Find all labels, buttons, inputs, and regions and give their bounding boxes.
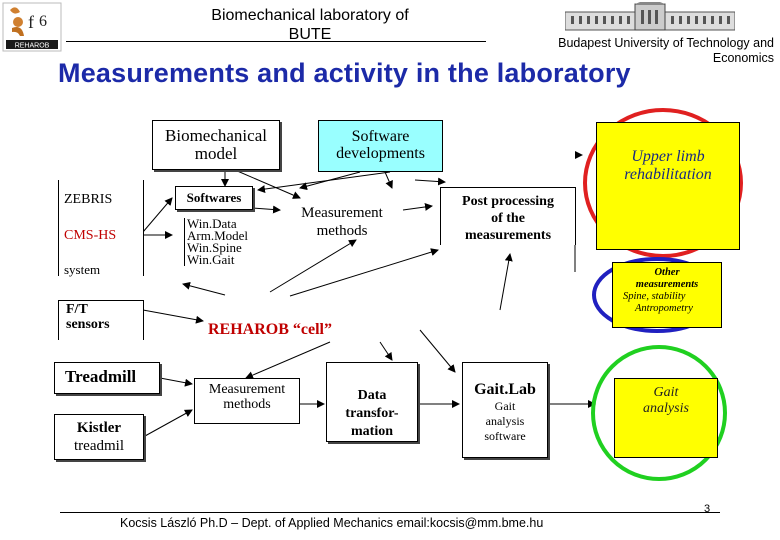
- measurement-methods-bottom-box: Measurement methods: [194, 378, 300, 424]
- university-line1: Budapest University of Technology and: [558, 36, 774, 50]
- highlight-ring-green: [591, 345, 727, 481]
- software-item: Arm.Model: [187, 228, 249, 243]
- data-transformation-line1: Data: [357, 388, 387, 403]
- zebris-label: ZEBRIS: [64, 192, 113, 207]
- upper-limb-rehabilitation-box: Upper limb rehabilitation: [596, 122, 740, 250]
- reharob-cell-label: REHAROB “cell”: [208, 321, 332, 338]
- university-name: Budapest University of Technology and Ec…: [520, 36, 774, 66]
- software-developments-box: Software developments: [318, 120, 443, 172]
- page-number: 3: [704, 503, 711, 515]
- university-building-image: [564, 0, 736, 32]
- ft-sensors-box: [58, 300, 144, 340]
- header-rule: [66, 41, 486, 42]
- measurement-methods-bottom-line1: Measurement: [208, 382, 286, 397]
- softwares-list: Win.Data Arm.Model Win.Spine Win.Gait: [184, 216, 249, 267]
- gaitlab-sub-line2: analysis: [485, 414, 525, 428]
- ft-sensors-line2: sensors: [66, 317, 110, 332]
- post-processing-line3: measurements: [464, 228, 552, 243]
- kistler-line1: Kistler: [76, 420, 122, 436]
- software-item: Win.Spine: [187, 240, 242, 255]
- biomechanical-model-line1: Biomechanical: [165, 126, 267, 145]
- reharob-logo: f 6 REHAROB: [2, 2, 62, 52]
- data-transformation-line3: mation: [351, 424, 393, 439]
- slide-title: Measurements and activity in the laborat…: [58, 58, 631, 88]
- post-processing-line1: Post processing: [462, 194, 554, 209]
- treadmill-label: Treadmill: [65, 367, 137, 386]
- gaitlab-title: Gait.Lab: [474, 381, 536, 398]
- zebris-panel: [58, 180, 144, 276]
- software-developments-line1: Software: [351, 128, 410, 145]
- kistler-line2: treadmil: [74, 438, 124, 454]
- biomechanical-model-box: Biomechanical model: [152, 120, 280, 170]
- kistler-treadmill-box: Kistler treadmil: [54, 414, 144, 460]
- software-developments-line2: developments: [336, 145, 425, 162]
- softwares-title: Softwares: [186, 190, 242, 205]
- footer-author: Kocsis László Ph.D – Dept. of Applied Me…: [120, 516, 544, 530]
- software-item: Win.Gait: [187, 252, 235, 267]
- gaitlab-sub-line1: Gait: [494, 399, 516, 413]
- data-transformation-line2: transfor-: [345, 406, 399, 421]
- other-measurements-box: Other measurements Spine, stability Antr…: [612, 262, 722, 328]
- other-measurements-title-line1: Other: [654, 267, 680, 278]
- lab-title-line1: Biomechanical laboratory of: [211, 7, 409, 24]
- post-processing-line2: of the: [491, 211, 525, 226]
- gait-analysis-line2: analysis: [643, 401, 689, 416]
- gait-analysis-box: Gait analysis: [614, 378, 718, 458]
- treadmill-box: Treadmill: [54, 362, 160, 394]
- measurement-methods-top: Measurement methods: [282, 204, 402, 240]
- data-transformation-box: Data transfor- mation: [326, 362, 418, 442]
- other-measurements-title-line2: measurements: [635, 279, 699, 290]
- footer-rule: [60, 512, 720, 513]
- lab-title-line2: BUTE: [288, 26, 332, 43]
- svg-text:6: 6: [39, 13, 47, 30]
- biomechanical-model-line2: model: [194, 144, 238, 163]
- svg-text:f: f: [28, 12, 34, 32]
- ft-sensors-label: F/T sensors: [66, 302, 110, 332]
- gait-analysis-line1: Gait: [653, 385, 679, 400]
- logo-text: REHAROB: [15, 43, 50, 50]
- system-label: system: [64, 262, 101, 277]
- cms-hs-label: CMS-HS: [64, 228, 117, 243]
- softwares-title-box: Softwares: [175, 186, 253, 210]
- software-item: Win.Data: [187, 216, 237, 231]
- measurement-methods-bottom-line2: methods: [223, 397, 271, 412]
- ft-sensors-line1: F/T: [66, 302, 88, 317]
- highlight-ring-red: [583, 108, 743, 258]
- upper-limb-line1: Upper limb: [631, 148, 705, 165]
- gaitlab-box: Gait.Lab Gait analysis software: [462, 362, 548, 458]
- university-line2: Economics: [712, 51, 774, 65]
- gaitlab-sub-line3: software: [484, 429, 526, 443]
- other-measurements-detail1: Spine, stability: [623, 291, 686, 302]
- measurement-methods-top-line1: Measurement: [301, 205, 383, 221]
- post-processing-box: Post processing of the measurements: [440, 187, 576, 245]
- upper-limb-line2: rehabilitation: [624, 166, 712, 183]
- lab-title: Biomechanical laboratory of BUTE: [160, 6, 460, 44]
- other-measurements-detail2: Antropometry: [635, 303, 693, 314]
- measurement-methods-top-line2: methods: [316, 223, 368, 239]
